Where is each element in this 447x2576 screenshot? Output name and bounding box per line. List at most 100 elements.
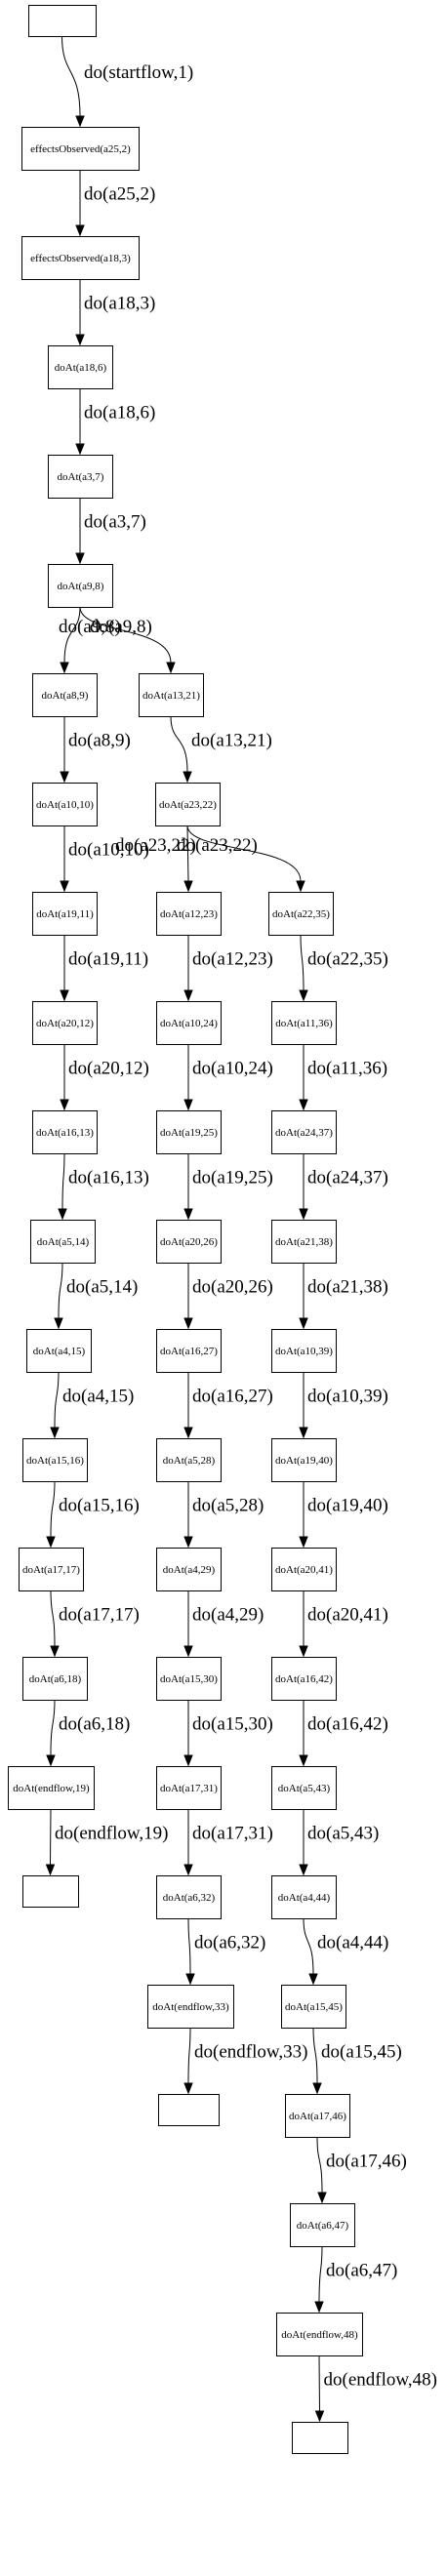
arrowhead <box>75 334 85 346</box>
arrowhead <box>46 1536 56 1549</box>
arrowhead <box>299 1536 308 1549</box>
node-box <box>156 1110 222 1154</box>
node-label: doAt(a19,40) <box>275 1455 333 1467</box>
edge: do(a10,24) <box>183 1044 273 1111</box>
arrowhead <box>312 2082 322 2095</box>
node-box <box>156 1220 222 1264</box>
edge-line <box>187 1917 191 1975</box>
node-label: effectsObserved(a25,2) <box>30 143 131 155</box>
node-box <box>22 1875 79 1908</box>
edge-label: do(a6,18) <box>59 1714 130 1735</box>
edge-line <box>303 1917 314 1975</box>
state-node: doAt(a8,9) <box>32 673 98 717</box>
edge: do(endflow,33) <box>183 2027 307 2095</box>
edge-label: do(a25,2) <box>84 184 155 205</box>
edge-label: do(a15,45) <box>321 2042 402 2063</box>
node-label: doAt(a19,11) <box>36 908 94 920</box>
node-label: doAt(a12,23) <box>160 908 218 920</box>
edge: do(a4,44) <box>303 1917 388 1986</box>
arrowhead <box>45 1864 56 1876</box>
arrowhead <box>299 1645 308 1658</box>
edge-label: do(a9,8) <box>59 617 121 637</box>
arrowhead <box>60 880 69 893</box>
node-label: doAt(a24,37) <box>275 1127 333 1139</box>
arrowhead <box>75 443 85 456</box>
edge-label: do(a6,32) <box>194 1933 265 1953</box>
node-box <box>28 5 97 37</box>
edge: do(a20,26) <box>183 1263 273 1330</box>
node-label: doAt(a11,36) <box>275 1018 333 1029</box>
state-node: doAt(a5,14) <box>30 1220 96 1264</box>
edge-label: do(a17,31) <box>192 1824 273 1844</box>
arrowhead <box>75 115 85 128</box>
edge-label: do(a10,10) <box>68 840 149 861</box>
edge-line <box>186 825 189 882</box>
edge: do(a19,25) <box>183 1153 273 1221</box>
state-node: doAt(a12,23) <box>156 892 222 936</box>
node-box <box>19 1548 84 1591</box>
edge-line <box>170 715 188 773</box>
arrowhead <box>308 1973 318 1986</box>
node-label: doAt(a17,17) <box>22 1564 80 1576</box>
edge: do(a5,14) <box>54 1262 138 1330</box>
arrowhead <box>183 2082 193 2095</box>
arrowhead <box>299 989 308 1002</box>
state-node: doAt(a15,45) <box>281 1985 346 2029</box>
edge-line <box>63 606 81 664</box>
node-label: doAt(a20,41) <box>275 1564 333 1576</box>
node-box <box>292 2422 348 2454</box>
edge: do(a17,31) <box>183 1809 273 1876</box>
state-node: doAt(a10,10) <box>32 783 98 826</box>
node-label: doAt(a23,22) <box>159 799 217 811</box>
arrowhead <box>299 1208 308 1221</box>
node-box <box>32 783 98 826</box>
node-box <box>158 2094 220 2126</box>
state-node: doAt(a15,30) <box>156 1657 222 1701</box>
edge: do(a17,46) <box>316 2136 407 2204</box>
node-box <box>32 1110 98 1154</box>
edge: do(a15,30) <box>183 1700 273 1767</box>
node-label: doAt(endflow,33) <box>152 2001 229 2013</box>
state-node: doAt(a5,28) <box>156 1438 222 1482</box>
arrowhead <box>58 1208 67 1221</box>
arrowhead <box>185 1973 195 1986</box>
state-node: doAt(a18,6) <box>48 345 113 389</box>
node-box <box>48 564 113 608</box>
node-box <box>271 1001 337 1045</box>
terminal-node <box>158 2094 220 2126</box>
node-box <box>156 1329 222 1373</box>
edge-line <box>318 2355 320 2412</box>
arrowhead <box>50 1427 60 1439</box>
node-box <box>22 1657 88 1701</box>
edge: do(a8,9) <box>60 716 131 784</box>
state-node: doAt(a17,46) <box>285 2094 350 2138</box>
edge-label: do(endflow,33) <box>194 2042 307 2063</box>
edge-label: do(a20,12) <box>68 1059 149 1079</box>
node-box <box>156 1875 222 1919</box>
state-node: doAt(a20,26) <box>156 1220 222 1264</box>
arrowhead <box>54 1317 63 1330</box>
edge: do(a11,36) <box>299 1044 387 1111</box>
node-label: doAt(a16,42) <box>275 1673 333 1685</box>
node-box <box>271 1766 337 1810</box>
node-label: doAt(a17,31) <box>160 1783 218 1794</box>
state-node: doAt(a19,40) <box>271 1438 337 1482</box>
edge: do(a23,22) <box>177 825 305 893</box>
node-label: doAt(a10,24) <box>160 1018 218 1029</box>
edge-line <box>50 1699 56 1756</box>
arrowhead <box>166 662 176 674</box>
arrowhead <box>60 771 69 784</box>
arrowhead <box>75 552 85 565</box>
edge-label: do(a4,29) <box>192 1605 264 1626</box>
node-box <box>156 892 222 936</box>
edge-line <box>50 1480 56 1538</box>
state-node: doAt(a3,7) <box>48 455 113 499</box>
edge-label: do(a12,23) <box>192 949 273 970</box>
edge: do(a18,6) <box>75 388 155 456</box>
node-box <box>156 1548 222 1591</box>
edge: do(a10,10) <box>60 825 149 893</box>
node-label: doAt(a21,38) <box>275 1236 333 1248</box>
node-box <box>290 2203 355 2247</box>
state-node: doAt(a21,38) <box>271 1220 337 1264</box>
